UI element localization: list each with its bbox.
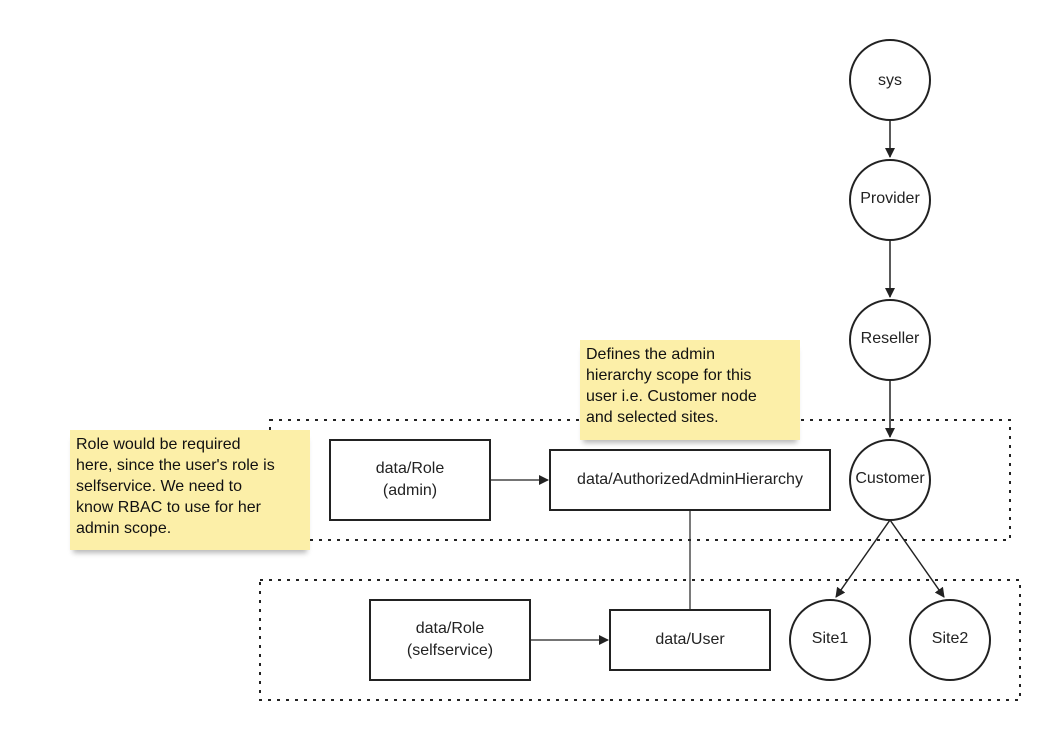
box-authorized-admin-hierarchy-label: data/AuthorizedAdminHierarchy <box>577 471 803 488</box>
box-authorized-admin-hierarchy: data/AuthorizedAdminHierarchy <box>549 449 831 511</box>
node-reseller: Reseller <box>849 299 931 381</box>
note-role-required-line: know RBAC to use for her <box>76 499 261 516</box>
node-provider-label: Provider <box>860 190 920 207</box>
node-sys-label: sys <box>878 72 902 89</box>
node-customer: Customer <box>849 439 931 521</box>
node-provider: Provider <box>849 159 931 241</box>
box-role-admin: data/Role (admin) <box>329 439 491 521</box>
box-role-selfservice-line1: data/Role <box>416 620 485 637</box>
user-group <box>259 579 1021 701</box>
note-admin-scope-line: Defines the admin <box>586 346 715 363</box>
note-role-required: Role would be required here, since the u… <box>70 430 310 550</box>
note-admin-scope: Defines the admin hierarchy scope for th… <box>580 340 800 440</box>
edge-customer-site1 <box>835 519 891 598</box>
box-user-label: data/User <box>655 631 725 648</box>
note-role-required-line: Role would be required <box>76 436 241 453</box>
node-site1-label: Site1 <box>812 630 849 647</box>
node-sys: sys <box>849 39 931 121</box>
box-role-admin-line2: (admin) <box>383 482 437 499</box>
box-role-selfservice-line2: (selfservice) <box>407 642 493 659</box>
note-role-required-line: admin scope. <box>76 520 172 537</box>
node-site2: Site2 <box>909 599 991 681</box>
note-admin-scope-line: and selected sites. <box>586 409 719 426</box>
note-role-required-line: here, since the user's role is <box>76 457 275 474</box>
node-site1: Site1 <box>789 599 871 681</box>
node-site2-label: Site2 <box>932 630 969 647</box>
node-reseller-label: Reseller <box>861 330 920 347</box>
node-customer-label: Customer <box>855 470 925 487</box>
box-role-selfservice: data/Role (selfservice) <box>369 599 531 681</box>
note-admin-scope-line: hierarchy scope for this <box>586 367 752 384</box>
note-role-required-line: selfservice. We need to <box>76 478 243 495</box>
edge-customer-site2 <box>889 519 945 598</box>
note-admin-scope-line: user i.e. Customer node <box>586 388 757 405</box>
box-user: data/User <box>609 609 771 671</box>
box-role-admin-line1: data/Role <box>376 460 445 477</box>
